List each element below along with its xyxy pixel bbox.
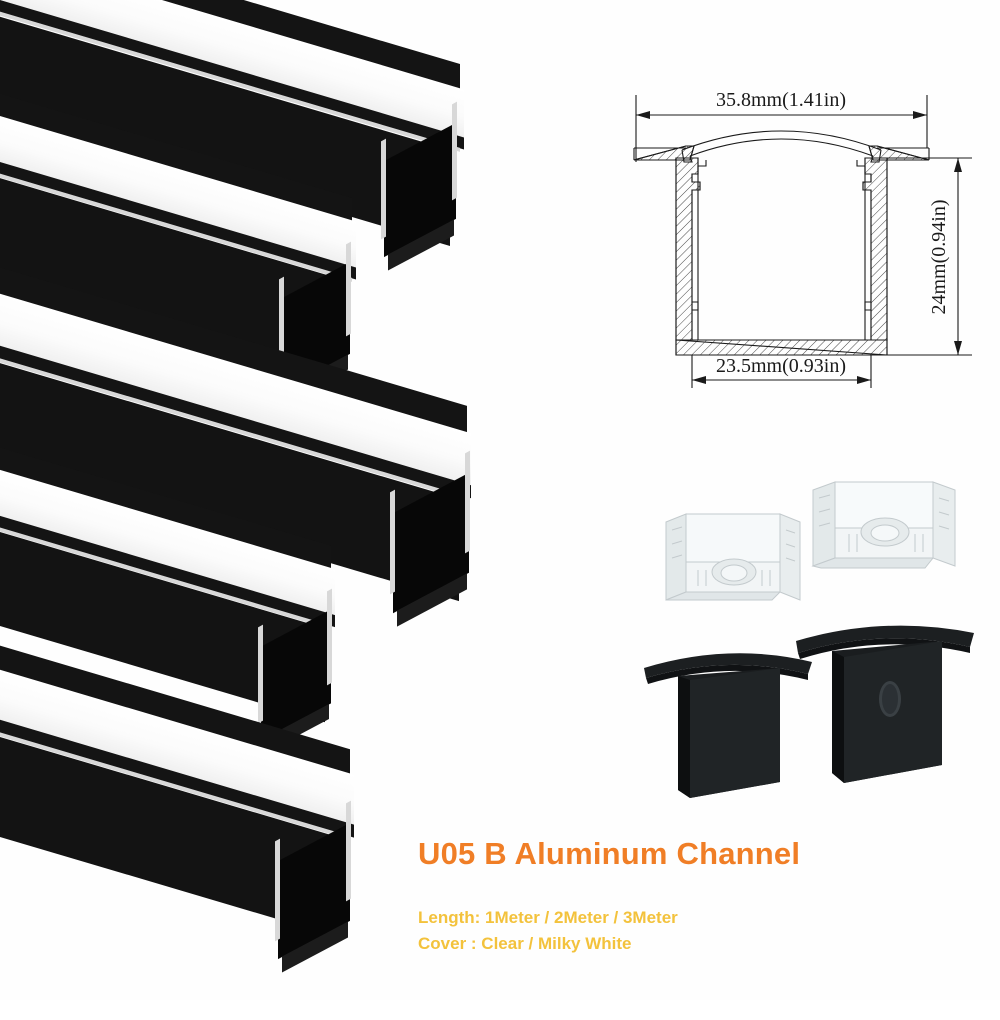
channel-end-edge: [381, 138, 386, 240]
dimension-label-width: 35.8mm(1.41in): [716, 89, 846, 111]
channel-end-edge: [275, 838, 280, 942]
led-channel-profile: [0, 630, 370, 1020]
channel-end-edge-right: [346, 800, 351, 902]
product-spec-length: Length: 1Meter / 2Meter / 3Meter: [418, 908, 678, 927]
channel-end-edge-right: [346, 241, 351, 337]
channel-end-edge: [390, 489, 395, 595]
product-title: U05 B Aluminum Channel: [418, 836, 801, 871]
clear-mounting-clip: [648, 500, 818, 620]
dimension-label-inner-width: 23.5mm(0.93in): [716, 355, 846, 377]
technical-cross-section-drawing: 35.8mm(1.41in) 24mm(0.94in) 23.5mm(0.93i…: [620, 70, 990, 400]
product-spec-cover: Cover : Clear / Milky White: [418, 934, 632, 953]
channel-end-edge-right: [327, 588, 332, 686]
dimension-label-height: 24mm(0.94in): [928, 200, 950, 315]
black-end-cap-slotted: [790, 615, 980, 795]
channel-end-edge-right: [465, 450, 470, 554]
clear-mounting-clip: [793, 470, 973, 595]
channel-end-edge-right: [452, 101, 457, 201]
black-end-cap: [640, 640, 820, 805]
